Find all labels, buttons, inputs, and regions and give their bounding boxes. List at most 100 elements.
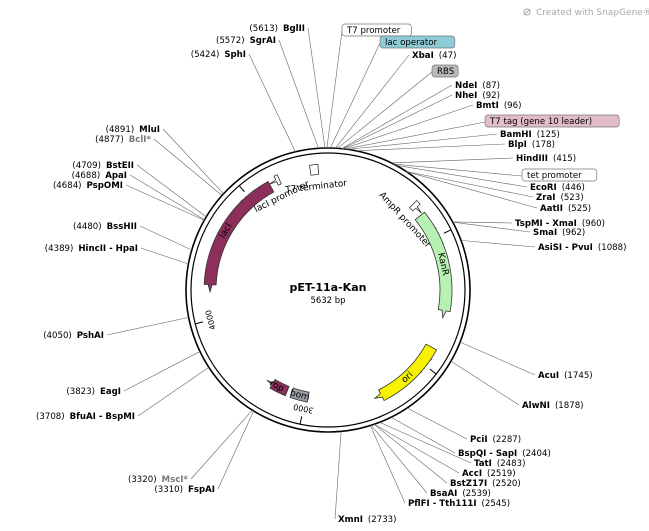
svg-text:BsaAI(2539): BsaAI(2539) (430, 489, 491, 499)
site-label-pspomi[interactable]: (4684)PspOMI (53, 181, 123, 191)
site-label-msci[interactable]: (3320)MscI* (128, 475, 189, 485)
feature-kanr[interactable] (414, 211, 453, 320)
svg-text:HindIII(415): HindIII(415) (516, 154, 576, 164)
site-label-apai[interactable]: (4688)ApaI (72, 171, 127, 181)
svg-text:BamHI(125): BamHI(125) (500, 130, 560, 140)
svg-text:EcoRI(446): EcoRI(446) (530, 183, 585, 193)
feature-t7-terminator[interactable] (309, 163, 320, 176)
plasmid-length: 5632 bp (310, 296, 345, 306)
svg-text:NdeI(87): NdeI(87) (455, 81, 500, 91)
site-label-bcli[interactable]: (4877)BclI* (95, 135, 151, 145)
site-label-bfuai-bspmi[interactable]: (3708)BfuAI - BspMI (36, 412, 135, 422)
site-label-xmni[interactable]: XmnI(2733) (338, 515, 396, 525)
svg-text:AsiSI - PvuI(1088): AsiSI - PvuI(1088) (538, 243, 626, 253)
feature-laci[interactable] (203, 180, 275, 294)
svg-text:PciI(2287): PciI(2287) (470, 435, 521, 445)
plasmid-name: pET-11a-Kan (290, 281, 367, 294)
site-label-pshai[interactable]: (4050)PshAI (43, 331, 104, 341)
site-label-smai[interactable]: SmaI(962) (533, 228, 585, 238)
svg-text:(4389)HincII - HpaI: (4389)HincII - HpaI (45, 244, 138, 254)
site-label-bmti[interactable]: BmtI(96) (476, 101, 521, 111)
svg-text:AlwNI(1878): AlwNI(1878) (522, 401, 584, 411)
site-label-hindiii[interactable]: HindIII(415) (516, 154, 576, 164)
tick-mark (238, 185, 245, 193)
site-label-hincii-hpai[interactable]: (4389)HincII - HpaI (45, 244, 138, 254)
svg-text:AcuI(1745): AcuI(1745) (538, 371, 593, 381)
feature-bom[interactable] (289, 387, 310, 403)
site-label-bstz17i[interactable]: BstZ17I(2520) (450, 479, 521, 489)
site-label-bamhi[interactable]: BamHI(125) (500, 130, 560, 140)
feature-label-t7-terminator: T7 terminator (284, 179, 348, 196)
svg-text:TspMI - XmaI(960): TspMI - XmaI(960) (515, 219, 605, 229)
site-label-sgrai[interactable]: (5572)SgrAI (216, 36, 276, 46)
backbone (185, 147, 471, 433)
svg-text:tet promoter: tet promoter (527, 171, 582, 181)
site-label-bspqi-sapi[interactable]: BspQI - SapI(2404) (458, 449, 551, 459)
site-label-pcii[interactable]: PciI(2287) (470, 435, 521, 445)
site-label-pflfi-tth111i[interactable]: PflFI - Tth111I(2545) (408, 499, 510, 509)
site-label-acci[interactable]: AccI(2519) (462, 469, 516, 479)
svg-text:(4877)BclI*: (4877)BclI* (95, 135, 151, 145)
feature-laci-promoter[interactable] (269, 174, 282, 186)
site-label-bsteii[interactable]: (4709)BstEII (72, 161, 134, 171)
svg-text:(5572)SgrAI: (5572)SgrAI (216, 36, 276, 46)
site-label-zrai[interactable]: ZraI(523) (536, 193, 584, 203)
feature-tag-t7-promoter[interactable]: T7 promoter (341, 23, 412, 37)
tick-mark (443, 229, 452, 234)
svg-text:NheI(92): NheI(92) (455, 91, 500, 101)
label-leaders (106, 27, 538, 520)
svg-text:(3823)EagI: (3823)EagI (66, 387, 121, 397)
site-label-aatii[interactable]: AatII(525) (540, 204, 591, 214)
feature-tag-tet-promoter[interactable]: tet promoter (521, 168, 598, 182)
svg-text:(4684)PspOMI: (4684)PspOMI (53, 181, 123, 191)
site-label-tati[interactable]: TatI(2483) (474, 459, 525, 469)
site-label-alwni[interactable]: AlwNI(1878) (522, 401, 584, 411)
feature-ori[interactable] (373, 343, 438, 402)
tick-label: 3000 (292, 402, 314, 415)
site-label-ndei[interactable]: NdeI(87) (455, 81, 500, 91)
site-label-nhei[interactable]: NheI(92) (455, 91, 500, 101)
svg-text:lac operator: lac operator (385, 38, 438, 48)
site-label-bsshii[interactable]: (4480)BssHII (73, 222, 137, 232)
feature-tag-lac-operator[interactable]: lac operator (379, 35, 456, 49)
site-label-fspai[interactable]: (3310)FspAI (154, 485, 215, 495)
tick-mark (429, 368, 437, 375)
svg-text:(5424)SphI: (5424)SphI (191, 50, 246, 60)
svg-text:RBS: RBS (437, 67, 454, 77)
site-label-acui[interactable]: AcuI(1745) (538, 371, 593, 381)
tick-mark (299, 416, 303, 425)
svg-text:SmaI(962): SmaI(962) (533, 228, 585, 238)
svg-text:(3320)MscI*: (3320)MscI* (128, 475, 189, 485)
site-label-ecori[interactable]: EcoRI(446) (530, 183, 585, 193)
svg-text:(4480)BssHII: (4480)BssHII (73, 222, 137, 232)
svg-text:XbaI(47): XbaI(47) (412, 51, 456, 61)
feature-tag-t7-tag-gene-10-leader[interactable]: T7 tag (gene 10 leader) (484, 114, 620, 128)
site-label-tspmi-xmai[interactable]: TspMI - XmaI(960) (515, 219, 605, 229)
snapgene-logo-icon (523, 8, 531, 16)
feature-ampr-promoter[interactable] (409, 199, 422, 214)
svg-text:T7 tag (gene 10 leader): T7 tag (gene 10 leader) (489, 117, 592, 127)
feature-label-kanr: KanR (435, 252, 450, 277)
svg-text:(3708)BfuAI - BspMI: (3708)BfuAI - BspMI (36, 412, 135, 422)
site-label-bglii[interactable]: (5613)BglII (249, 24, 305, 34)
site-label-mlui[interactable]: (4891)MluI (106, 125, 160, 135)
feature-tag-rbs[interactable]: RBS (431, 64, 459, 78)
feature-rop[interactable] (266, 378, 290, 397)
site-label-asisi-pvui[interactable]: AsiSI - PvuI(1088) (538, 243, 626, 253)
svg-text:PflFI - Tth111I(2545): PflFI - Tth111I(2545) (408, 499, 510, 509)
svg-text:TatI(2483): TatI(2483) (474, 459, 525, 469)
tick-label: 4000 (204, 309, 218, 331)
svg-text:(4891)MluI: (4891)MluI (106, 125, 160, 135)
svg-text:(4050)PshAI: (4050)PshAI (43, 331, 104, 341)
svg-text:BlpI(178): BlpI(178) (508, 140, 555, 150)
site-label-bsaai[interactable]: BsaAI(2539) (430, 489, 491, 499)
site-label-xbai[interactable]: XbaI(47) (412, 51, 456, 61)
site-label-eagi[interactable]: (3823)EagI (66, 387, 121, 397)
svg-text:BstZ17I(2520): BstZ17I(2520) (450, 479, 521, 489)
site-label-blpi[interactable]: BlpI(178) (508, 140, 555, 150)
svg-text:BmtI(96): BmtI(96) (476, 101, 521, 111)
site-label-sphi[interactable]: (5424)SphI (191, 50, 246, 60)
